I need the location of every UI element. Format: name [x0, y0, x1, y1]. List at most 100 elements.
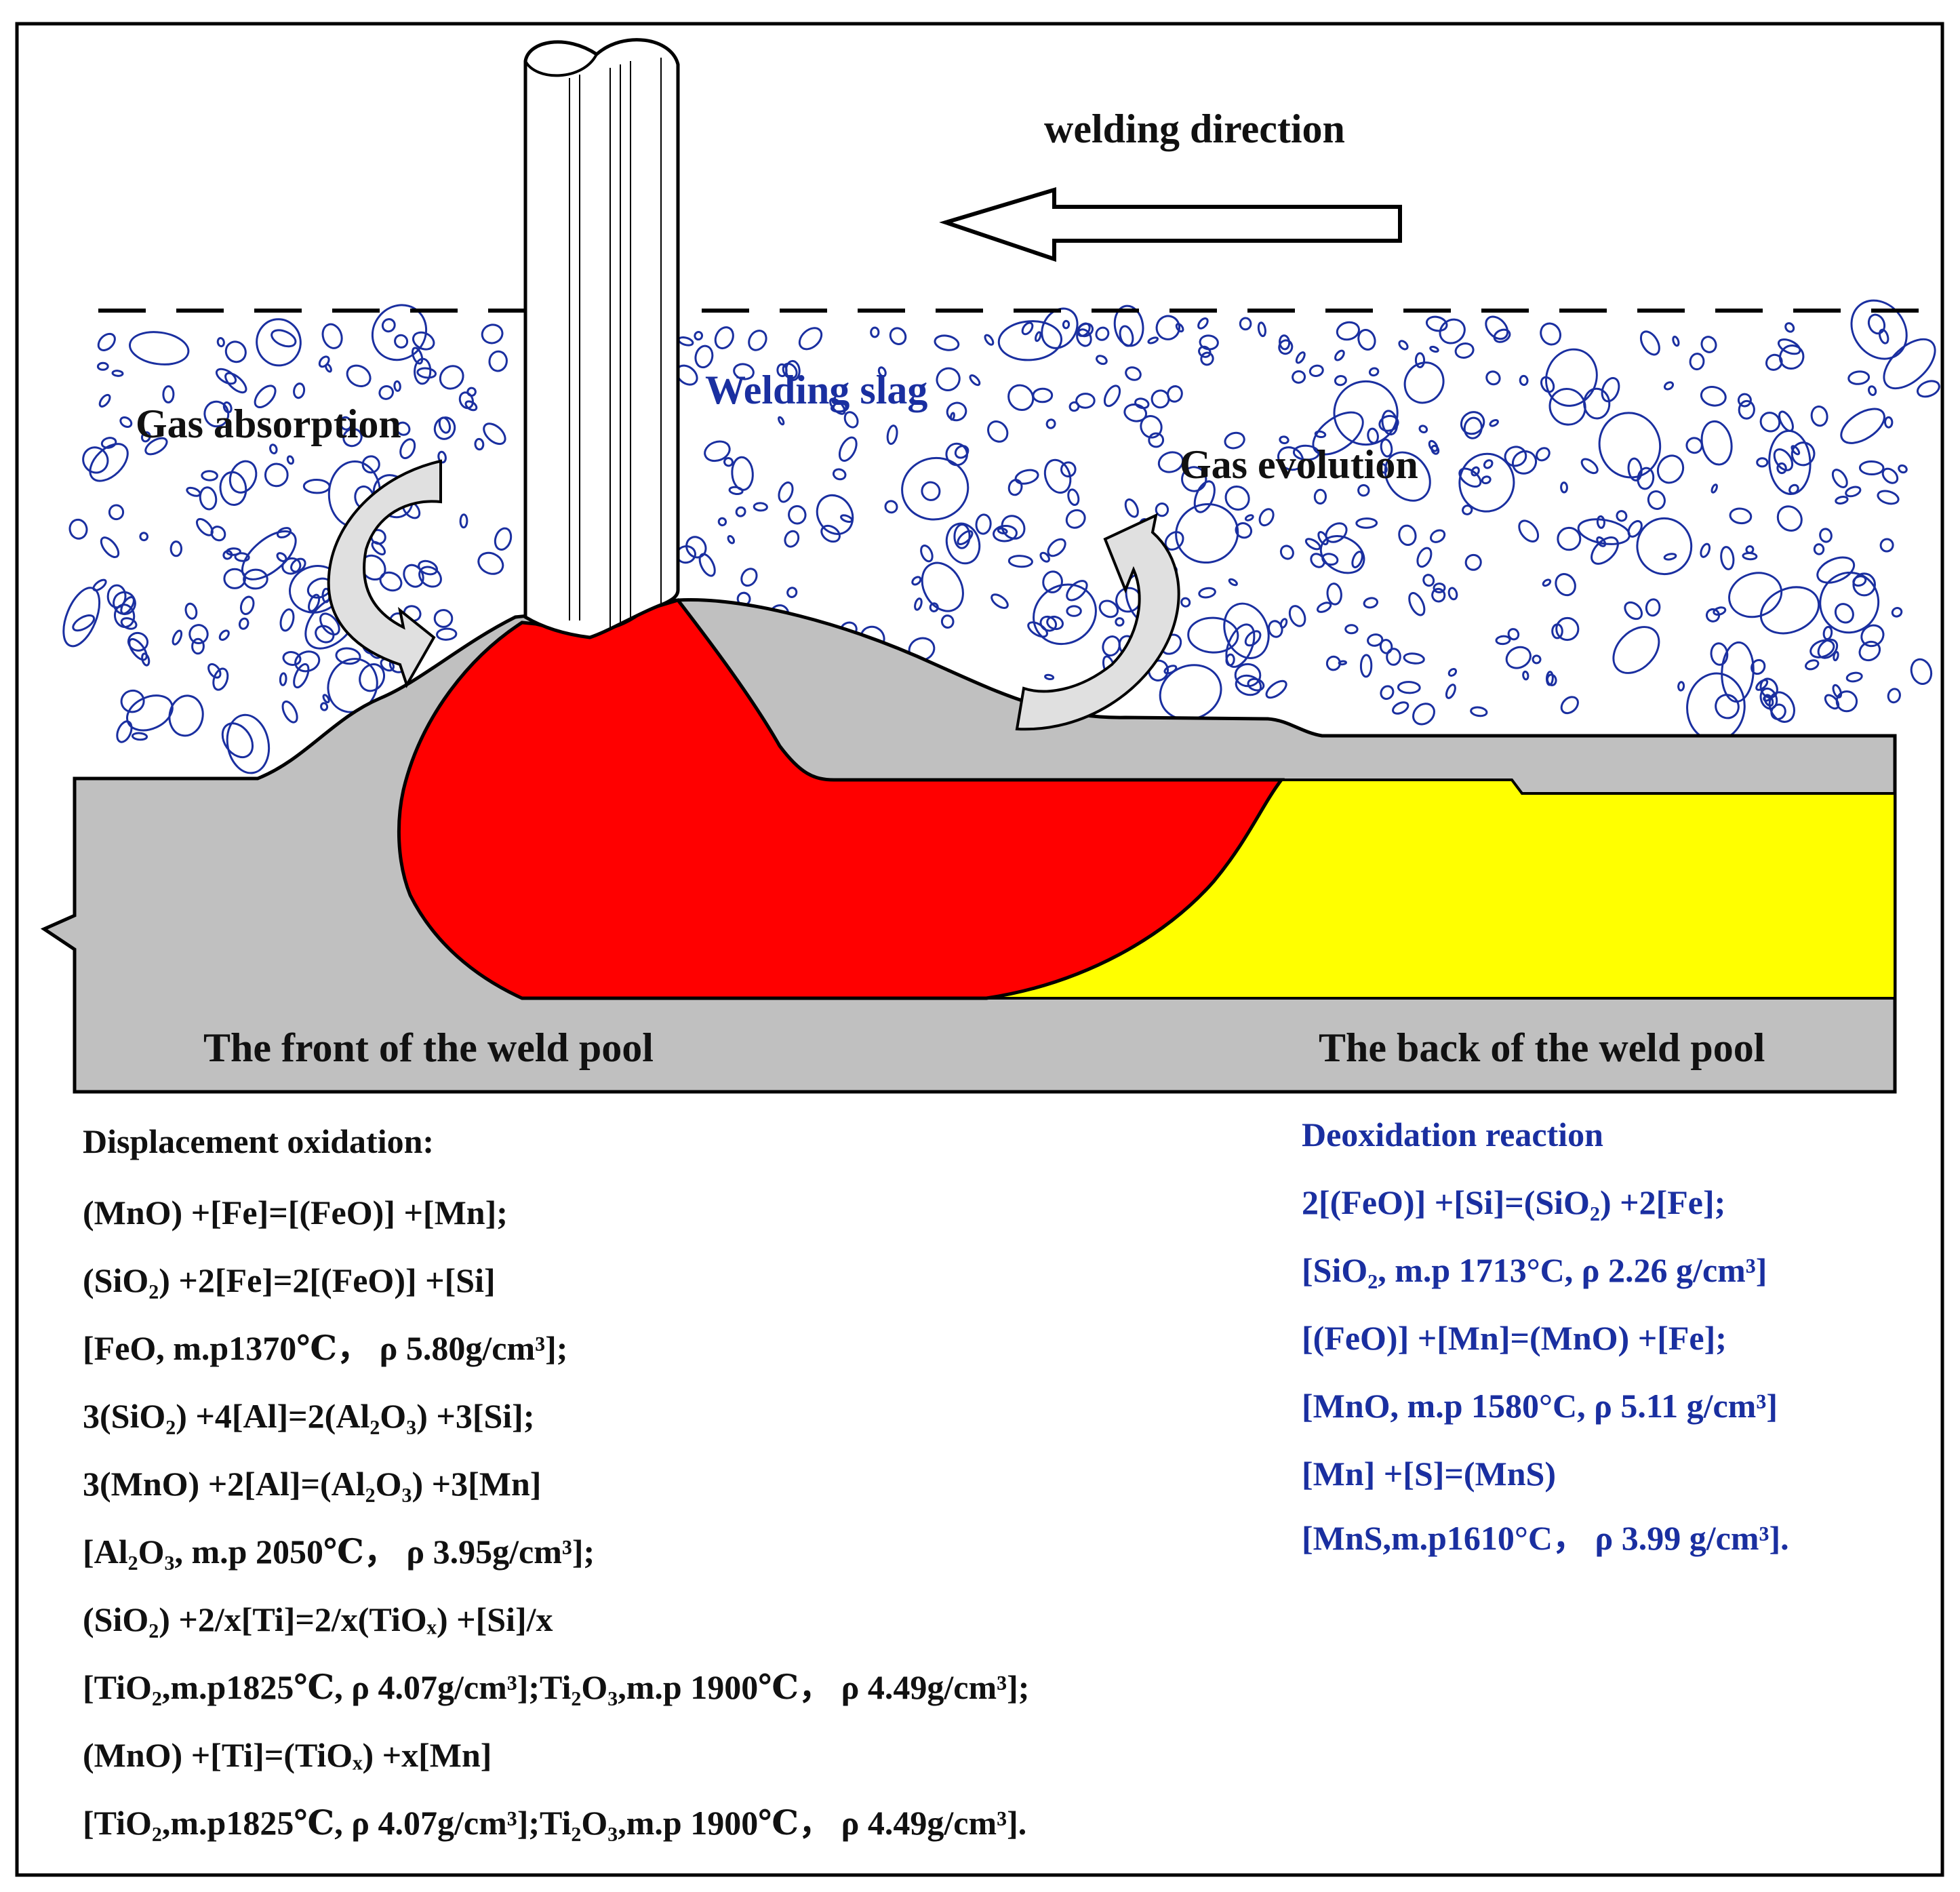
- slag-bubble: [361, 455, 380, 474]
- slag-bubble: [1881, 467, 1899, 484]
- slag-bubble: [1867, 313, 1886, 335]
- slag-bubble: [1076, 328, 1092, 347]
- slag-bubble: [1235, 674, 1262, 696]
- slag-bubble: [264, 462, 289, 488]
- slag-bubble: [1124, 498, 1139, 518]
- slag-bubble: [111, 370, 124, 377]
- slag-bubble: [1817, 638, 1839, 659]
- slag-bubble: [914, 597, 923, 611]
- slag-bubble: [1519, 374, 1529, 387]
- slag-bubble: [494, 527, 513, 551]
- slag-bubble: [68, 518, 88, 540]
- slag-bubble: [884, 500, 898, 514]
- slag-bubble: [1447, 587, 1458, 601]
- slag-bubble: [1412, 703, 1435, 726]
- slag-bubble: [832, 468, 847, 481]
- slag-bubble: [100, 536, 120, 558]
- slag-bubble: [282, 651, 302, 666]
- slag-bubble: [1119, 325, 1134, 347]
- slag-bubble: [1007, 479, 1023, 496]
- slag-bubble: [293, 382, 306, 399]
- slag-bubble: [1334, 374, 1347, 387]
- slag-bubble: [1832, 684, 1843, 698]
- slag-bubble: [1357, 484, 1370, 497]
- slag-bubble: [1244, 514, 1254, 521]
- slag-bubble: [1850, 299, 1908, 360]
- slag-bubble: [1819, 528, 1833, 543]
- slag-bubble: [945, 522, 981, 565]
- displacement-line: (MnO) +[Fe]=[(FeO)] +[Mn];: [83, 1194, 508, 1231]
- slag-bubble: [753, 502, 768, 512]
- slag-bubble: [1822, 625, 1833, 641]
- slag-bubble: [1430, 529, 1446, 543]
- slag-bubble: [1197, 317, 1209, 330]
- slag-bubble: [223, 568, 247, 589]
- slag-bubble: [784, 530, 800, 548]
- slag-bubble: [1835, 496, 1849, 505]
- slag-bubble: [984, 334, 995, 346]
- slag-bubble: [1689, 353, 1705, 371]
- slag-bubble: [433, 416, 456, 440]
- slag-bubble: [1596, 515, 1605, 529]
- slag-bubble: [921, 481, 941, 501]
- displacement-line: 3(MnO) +2[Al]=(Al₂O₃) +3[Mn]: [83, 1465, 541, 1503]
- slag-bubble: [1636, 517, 1693, 576]
- slag-bubble: [889, 327, 907, 346]
- slag-bubble: [934, 334, 960, 351]
- slag-bubble: [1380, 438, 1393, 458]
- slag-bubble: [920, 544, 934, 563]
- slag-bubble: [1180, 597, 1191, 608]
- slag-bubble: [1113, 304, 1144, 347]
- slag-bubble: [1336, 321, 1361, 341]
- slag-bubble: [997, 320, 1063, 361]
- slag-bubble: [1454, 342, 1475, 359]
- slag-bubble: [1742, 551, 1758, 561]
- slag-bubble: [778, 481, 794, 503]
- slag-bubble: [1624, 601, 1643, 620]
- slag-bubble: [1663, 381, 1675, 391]
- slag-bubble: [139, 532, 149, 542]
- slag-bubble: [239, 595, 255, 616]
- slag-bubble: [403, 564, 424, 588]
- slag-bubble: [339, 416, 353, 431]
- slag-bubble: [1228, 578, 1238, 587]
- slag-bubble: [1062, 319, 1071, 330]
- slag-bubble: [1333, 380, 1399, 446]
- slag-bubble: [412, 347, 424, 365]
- slag-bubble: [1596, 536, 1607, 547]
- displacement-line: (MnO) +[Ti]=(TiOₓ) +x[Mn]: [83, 1736, 492, 1774]
- slag-bubble: [210, 526, 226, 542]
- slag-bubble: [129, 331, 190, 366]
- slag-bubble: [1773, 448, 1794, 471]
- slag-bubble: [698, 553, 716, 577]
- slag-bubble: [254, 385, 277, 409]
- slag-bubble: [704, 440, 731, 462]
- slag-bubble: [72, 614, 96, 632]
- slag-bubble: [1244, 630, 1262, 647]
- displacement-line: 3(SiO₂) +4[Al]=2(Al₂O₃) +3[Si];: [83, 1397, 534, 1435]
- slag-bubble: [901, 456, 969, 521]
- slag-bubble: [459, 513, 468, 529]
- slag-bubble: [1560, 696, 1579, 715]
- slag-bubble: [843, 411, 859, 429]
- slag-bubble: [1198, 587, 1216, 599]
- slag-bubble: [911, 576, 922, 586]
- slag-bubble: [1721, 641, 1755, 703]
- slag-bubble: [293, 663, 310, 689]
- slag-bubble: [1279, 618, 1288, 629]
- slag-bubble: [1167, 385, 1183, 403]
- slag-bubble: [840, 514, 854, 524]
- slag-bubble: [1095, 326, 1110, 341]
- slag-bubble: [1096, 355, 1108, 366]
- slag-bubble: [1380, 685, 1395, 701]
- slag-bubble: [1200, 351, 1214, 366]
- slag-bubble: [477, 551, 504, 575]
- slag-bubble: [1157, 451, 1184, 473]
- slag-bubble: [1765, 353, 1783, 371]
- slag-bubble: [1103, 385, 1121, 408]
- slag-bubble: [437, 450, 447, 464]
- slag-bubble: [318, 355, 330, 368]
- slag-bubble: [1483, 459, 1494, 469]
- welding-direction-arrow-shape: [939, 186, 1402, 262]
- slag-bubble: [319, 612, 340, 636]
